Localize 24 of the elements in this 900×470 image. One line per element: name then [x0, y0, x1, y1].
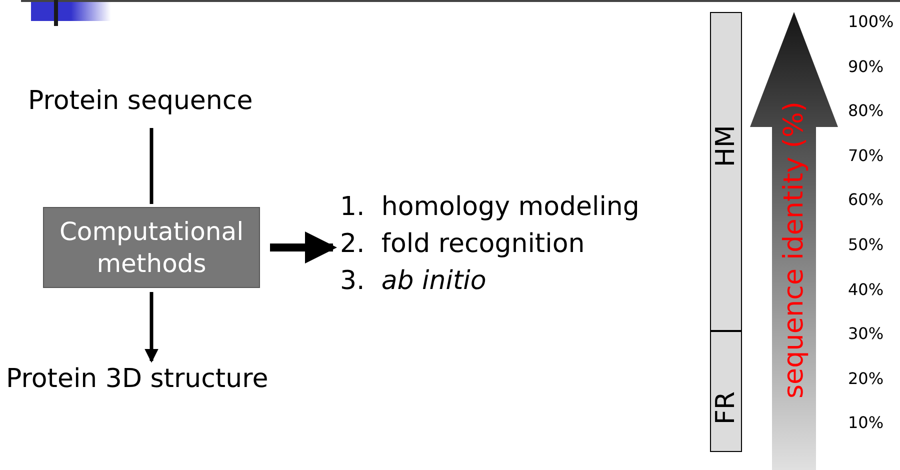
axis-title: sequence identity (%) — [778, 102, 810, 399]
scale-label: 80% — [848, 101, 884, 120]
process-box: Computational methods — [43, 207, 260, 288]
scale-label: 40% — [848, 280, 884, 299]
scale-label: 20% — [848, 368, 884, 388]
scale-label: 60% — [848, 190, 884, 210]
range-label: HM — [711, 125, 741, 168]
range-label: FR — [711, 392, 741, 425]
scale-label: 70% — [848, 146, 884, 165]
scale-label: 90% — [848, 56, 884, 76]
connector-line — [150, 128, 154, 204]
list-item: 1. homology modeling — [340, 192, 640, 222]
text-label: Protein 3D structure — [6, 364, 306, 402]
list-item: 2. fold recognition — [340, 229, 585, 259]
scale-label: 30% — [848, 324, 884, 344]
range-bar — [710, 12, 742, 331]
arrow — [270, 232, 337, 264]
scale-label: 50% — [848, 235, 884, 254]
scale-label: 100% — [848, 12, 894, 31]
list-item: 3. ab initio — [340, 266, 486, 296]
arrow — [144, 292, 158, 363]
text-label: Protein sequence — [28, 86, 278, 124]
scale-label: 10% — [848, 413, 884, 432]
range-bar — [710, 331, 742, 452]
